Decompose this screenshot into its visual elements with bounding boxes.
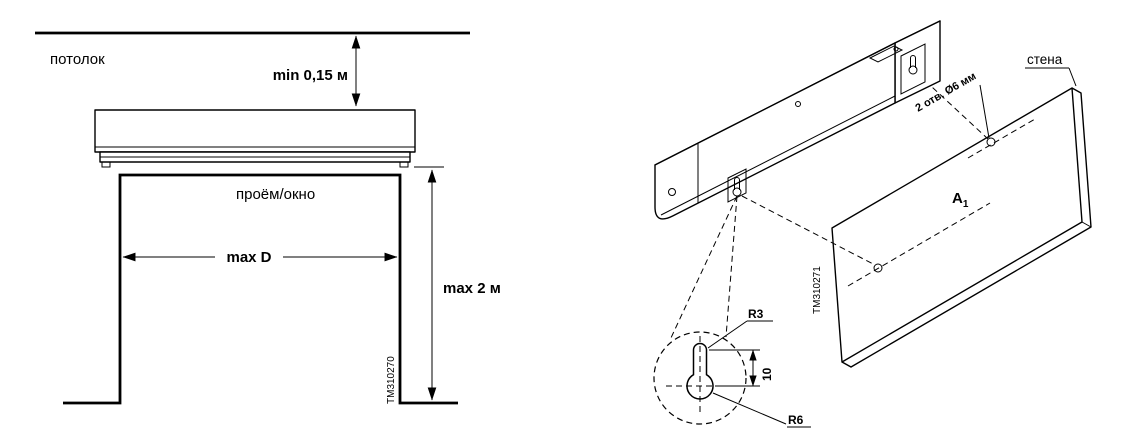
plate-designation: A1 (952, 190, 969, 210)
detail-circle (653, 331, 747, 425)
radius-small-label: R3 (748, 307, 764, 321)
radius-large-label: R6 (788, 413, 804, 427)
max-height-dimension: max 2 м (414, 166, 501, 401)
slot-offset-label: 10 (760, 367, 774, 381)
wall-mounting-plate (831, 87, 1092, 368)
alignment-line-left (741, 195, 876, 266)
wall-label: стена (1027, 52, 1063, 67)
max-width-dimension: max D (122, 249, 398, 266)
wall-callout: стена (1025, 52, 1077, 87)
ceiling-label: потолок (50, 51, 105, 68)
max-height-label: max 2 м (443, 280, 501, 297)
opening-outline (63, 173, 458, 405)
plate-face (831, 87, 1083, 363)
air-curtain-unit-iso (654, 20, 941, 220)
air-curtain-unit-front (94, 109, 416, 168)
mounting-plate-diagram: стена 2 отв. Ø6 мм A1 TM310271 (653, 20, 1092, 428)
bracket-keyhole-right (900, 43, 926, 95)
detail-callout-line-1 (669, 195, 738, 341)
unit-front-face (654, 42, 896, 220)
detail-callout-line-2 (725, 195, 738, 338)
plate-hole-upper (986, 137, 996, 147)
unit-right-end-face (894, 20, 941, 104)
keyhole-shape (686, 342, 714, 400)
min-gap-label: min 0,15 м (273, 67, 348, 84)
drawing-code-left: TM310270 (386, 356, 397, 404)
drawing-code-right: TM310271 (812, 266, 823, 314)
plate-hole-lower (873, 263, 883, 273)
clearance-diagram: потолок min 0,15 м проём/окно max D max … (35, 31, 501, 405)
opening-label: проём/окно (236, 186, 315, 203)
max-width-label: max D (226, 249, 271, 266)
keyhole-detail-view: 10 R3 R6 (653, 307, 811, 428)
